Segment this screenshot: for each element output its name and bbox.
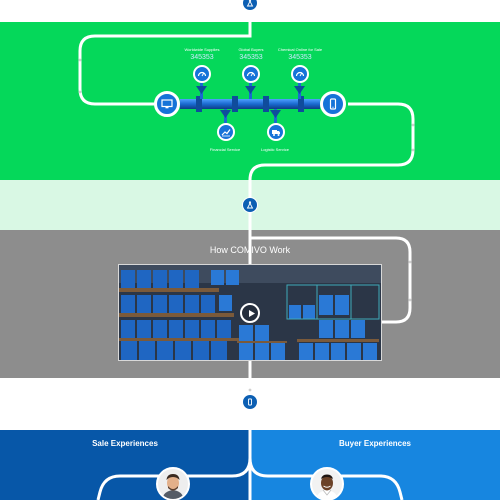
avatar [310,467,344,501]
service-label-financial: Financial Service [209,147,241,152]
gauge-icon [291,65,309,83]
monitor-icon[interactable] [154,91,180,117]
truck-icon [267,123,285,141]
chart-icon [217,123,235,141]
video-title: How COMIVO Work [209,245,291,255]
stat-title-chemical-online: Chemical Online for Sale [277,47,323,52]
flask-icon [242,0,258,11]
gauge-icon [193,65,211,83]
buyer-experiences-title: Buyer Experiences [338,439,412,448]
flask-icon [242,197,258,213]
stat-title-worldwide-supplies: Worldwide Supplies [184,47,220,52]
mobile-icon[interactable] [320,91,346,117]
stat-value-worldwide-supplies: 345353 [190,54,214,61]
gauge-icon [242,65,260,83]
play-icon [249,310,255,317]
service-label-logistic: Logistic Service [260,147,289,152]
stat-title-global-buyers: Global Buyers [238,47,264,52]
mobile-icon [242,394,258,410]
stats-section [0,22,500,180]
stat-value-global-buyers: 345353 [239,54,263,61]
stat-value-chemical-online: 345353 [288,54,312,61]
play-button[interactable] [240,303,260,323]
sale-experiences-title: Sale Experiences [92,439,158,448]
avatar [156,467,190,501]
